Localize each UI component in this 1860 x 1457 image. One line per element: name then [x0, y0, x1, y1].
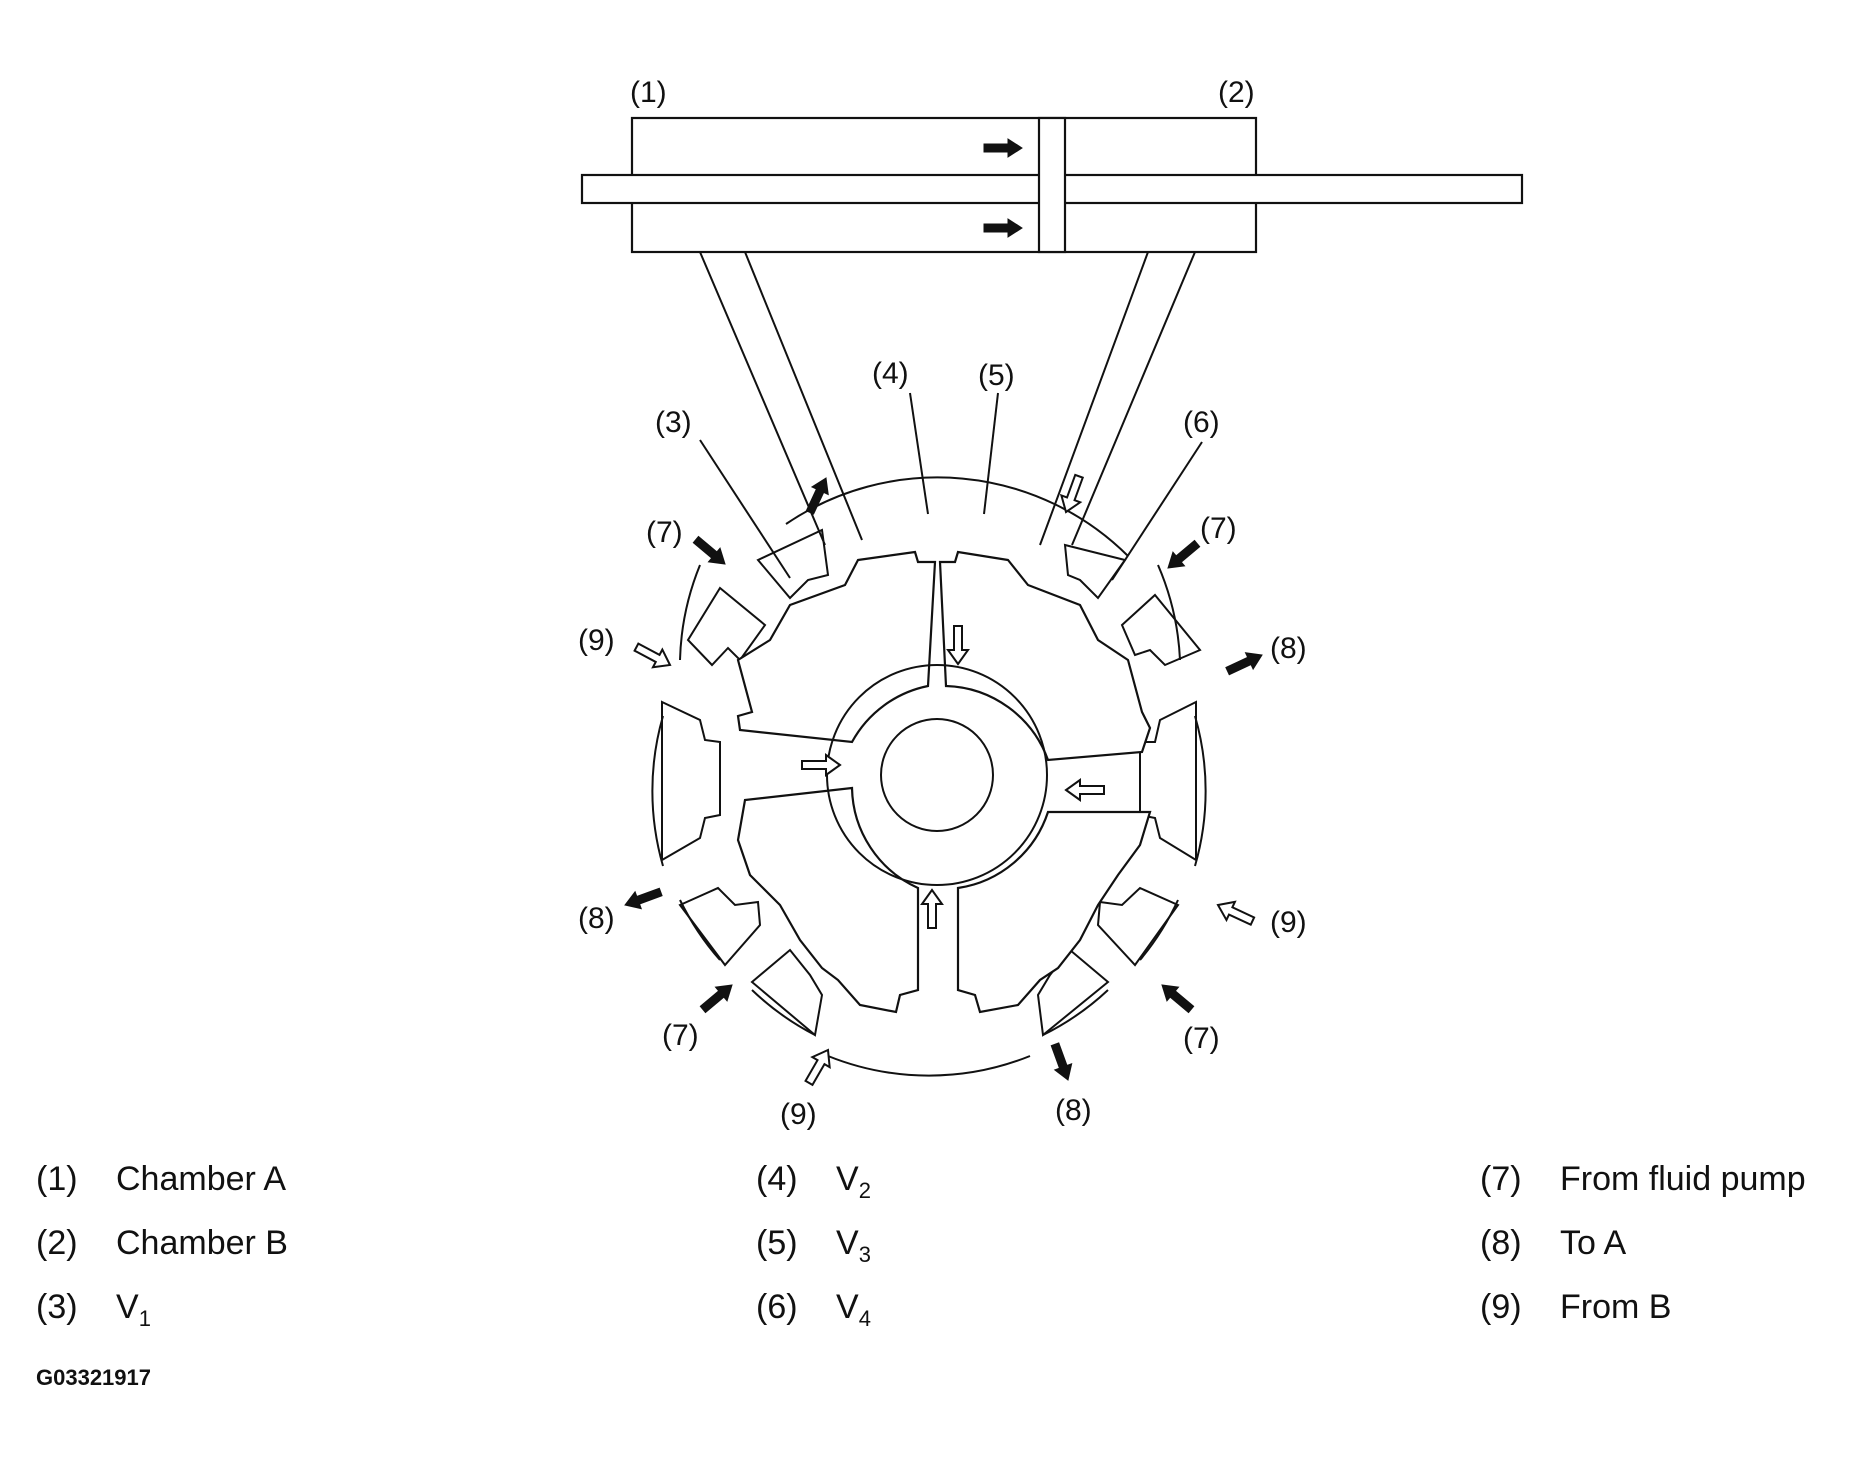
from-b-arrow — [1055, 471, 1090, 517]
callout-8: (8) — [1055, 1094, 1092, 1127]
pump-arrow — [1155, 977, 1198, 1017]
to-a-arrow — [1046, 1040, 1077, 1084]
callout-5: (5) — [978, 359, 1015, 392]
callout-8: (8) — [578, 902, 615, 935]
legend-column-1: (1) Chamber A (2) Chamber B (3) V1 — [36, 1160, 288, 1352]
callout-3: (3) — [655, 406, 692, 439]
shaft — [880, 718, 994, 832]
piston — [1037, 116, 1067, 254]
rotor-arrow — [1065, 779, 1105, 801]
callout-2: (2) — [1218, 76, 1255, 109]
to-a-arrow — [801, 473, 835, 517]
from-b-arrow — [1212, 894, 1258, 932]
rotary-valve — [651, 476, 1207, 1077]
legend-item: (6) V4 — [756, 1288, 871, 1331]
callout-7: (7) — [1183, 1022, 1220, 1055]
legend-item: (4) V2 — [756, 1160, 871, 1203]
legend-column-3: (7) From fluid pump (8) To A (9) From B — [1480, 1160, 1806, 1352]
from-b-arrow — [630, 637, 676, 675]
to-a-arrow — [1223, 646, 1267, 680]
rotary-valve-diagram: (1) (2) (3) (4) (5) (6) (7) (7) (7) (7) … — [578, 76, 1524, 1131]
callout-7: (7) — [1200, 512, 1237, 545]
callout-8: (8) — [1270, 632, 1307, 665]
rotor-arrow — [801, 754, 841, 776]
callout-9: (9) — [578, 624, 615, 657]
legend-column-2: (4) V2 (5) V3 (6) V4 — [756, 1160, 871, 1352]
pump-arrow — [689, 532, 732, 572]
callout-9: (9) — [780, 1098, 817, 1131]
callout-7: (7) — [646, 516, 683, 549]
legend-item: (7) From fluid pump — [1480, 1160, 1806, 1198]
legend-item: (9) From B — [1480, 1288, 1672, 1326]
figure-id: G03321917 — [36, 1365, 151, 1390]
callout-1: (1) — [630, 76, 667, 109]
legend-item: (8) To A — [1480, 1224, 1627, 1262]
callout-9: (9) — [1270, 906, 1307, 939]
pump-arrow — [696, 977, 739, 1017]
callout-7: (7) — [662, 1019, 699, 1052]
leader-lines — [699, 392, 1203, 581]
legend-item: (1) Chamber A — [36, 1160, 287, 1198]
to-a-arrow — [621, 883, 665, 914]
callout-6: (6) — [1183, 406, 1220, 439]
legend-item: (3) V1 — [36, 1288, 151, 1331]
callout-4: (4) — [872, 357, 909, 390]
cylinder — [580, 116, 1524, 254]
pump-arrow — [1161, 536, 1204, 576]
legend-item: (2) Chamber B — [36, 1224, 288, 1262]
legend-item: (5) V3 — [756, 1224, 871, 1267]
pipes — [699, 251, 1196, 546]
from-b-arrow — [799, 1044, 838, 1089]
rotor-arrow — [921, 889, 943, 929]
callouts: (1) (2) (3) (4) (5) (6) (7) (7) (7) (7) … — [578, 76, 1307, 1131]
